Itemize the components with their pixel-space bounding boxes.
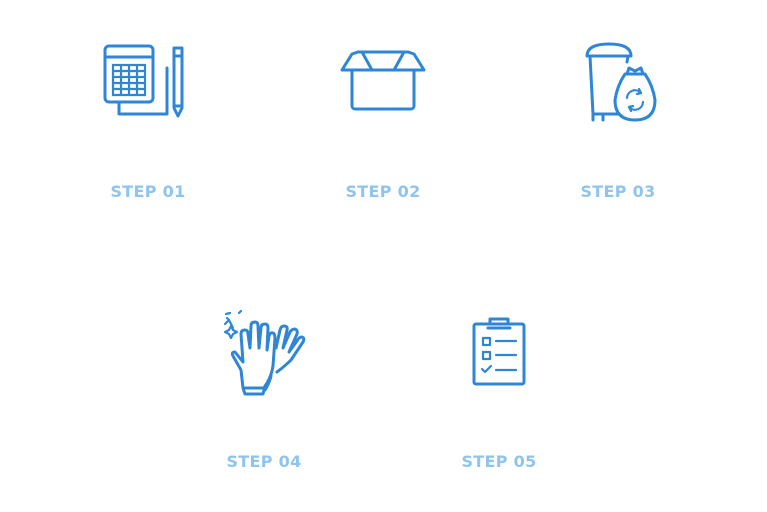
step-04: STEP 04 [174,309,354,471]
open-box-icon [340,50,426,111]
trash-bin-recycle-bag-icon [585,42,657,122]
step-02: STEP 02 [293,40,473,201]
calculator-pencil-icon [103,44,184,118]
cleaning-gloves-icon [223,309,306,396]
step-label: STEP 01 [110,182,186,201]
step-label: STEP 05 [461,452,537,471]
step-label: STEP 02 [345,182,421,201]
checklist-clipboard-icon [472,317,526,386]
step-label: STEP 03 [580,182,656,201]
step-03: STEP 03 [528,40,708,201]
step-01: STEP 01 [58,40,238,201]
step-05: STEP 05 [409,310,589,471]
step-label: STEP 04 [226,452,302,471]
